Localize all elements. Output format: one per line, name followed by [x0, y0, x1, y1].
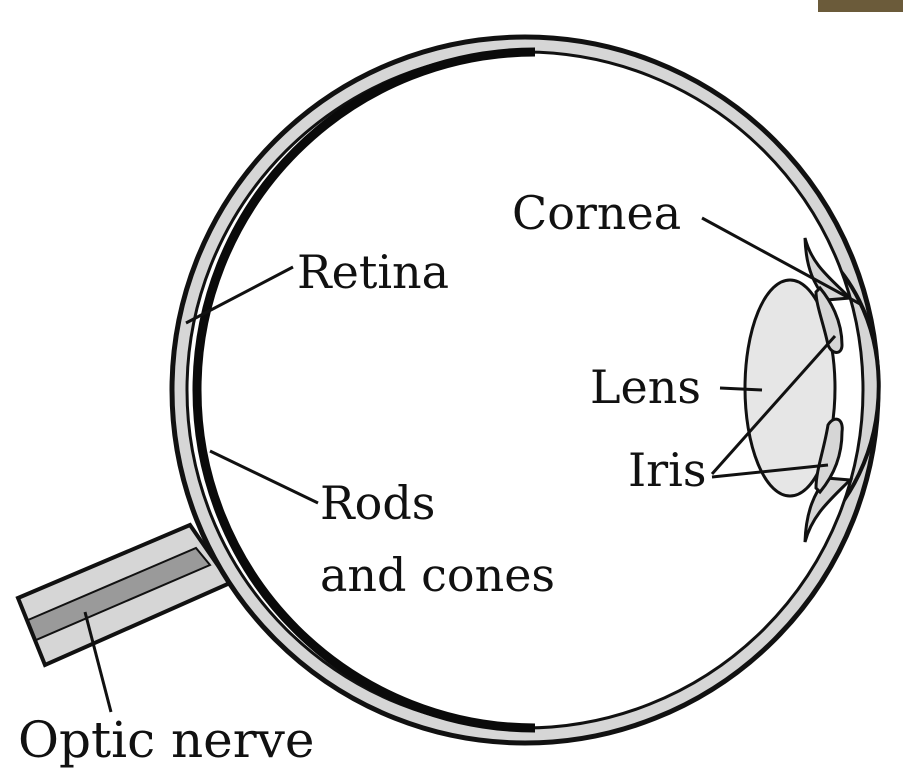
label-iris: Iris	[628, 447, 706, 493]
leader-lens	[720, 388, 762, 390]
label-rods-and-cones-line2: and cones	[320, 552, 555, 598]
label-lens: Lens	[590, 364, 701, 410]
label-rods-and-cones-line1: Rods	[320, 480, 435, 526]
label-cornea: Cornea	[512, 190, 681, 236]
label-retina: Retina	[297, 249, 449, 295]
label-optic-nerve: Optic nerve	[18, 715, 315, 765]
optic-nerve	[18, 525, 230, 665]
